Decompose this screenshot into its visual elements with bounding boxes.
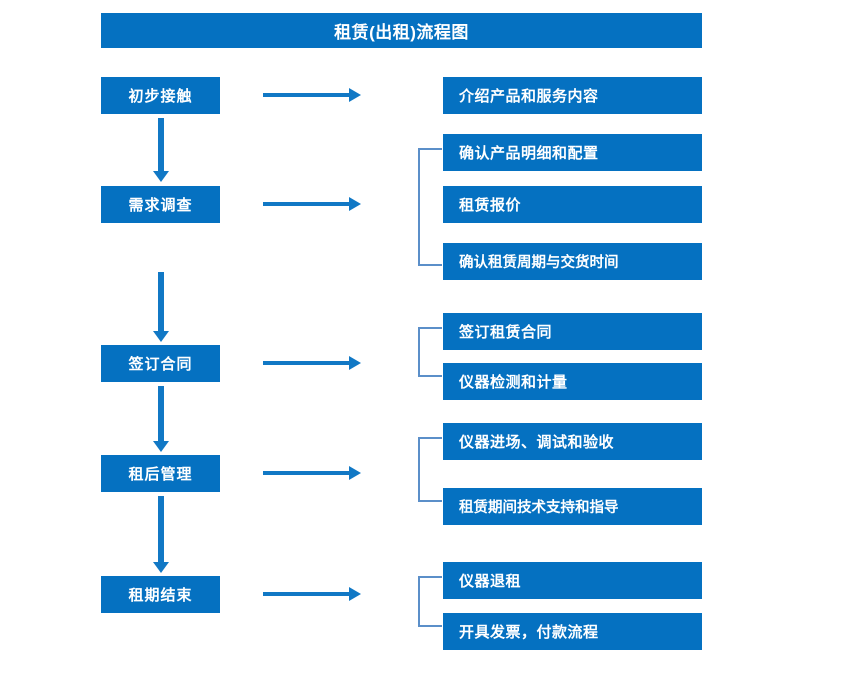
arrow-shaft [263, 471, 351, 475]
detail-box-2[interactable]: 确认产品明细和配置 [443, 134, 702, 171]
arrow-head [153, 331, 169, 342]
detail-box-3[interactable]: 租赁报价 [443, 186, 702, 223]
group-bracket-2 [418, 327, 442, 377]
stage-box-3[interactable]: 签订合同 [101, 345, 220, 382]
arrow-shaft [263, 202, 351, 206]
detail-box-9[interactable]: 仪器退租 [443, 562, 702, 599]
arrow-head [349, 587, 361, 601]
link-arrow-right-3 [263, 356, 361, 370]
arrow-head [349, 197, 361, 211]
arrow-head [349, 466, 361, 480]
detail-box-7[interactable]: 仪器进场、调试和验收 [443, 423, 702, 460]
stage-box-2[interactable]: 需求调查 [101, 186, 220, 223]
arrow-head [349, 88, 361, 102]
arrow-shaft [158, 272, 164, 331]
detail-box-6[interactable]: 仪器检测和计量 [443, 363, 702, 400]
arrow-head [153, 441, 169, 452]
stage-box-1[interactable]: 初步接触 [101, 77, 220, 114]
arrow-head [349, 356, 361, 370]
flow-arrow-down-3 [153, 386, 169, 452]
detail-box-4[interactable]: 确认租赁周期与交货时间 [443, 243, 702, 280]
arrow-shaft [158, 118, 164, 171]
link-arrow-right-2 [263, 197, 361, 211]
link-arrow-right-1 [263, 88, 361, 102]
chart-title: 租赁(出租)流程图 [101, 13, 702, 48]
flow-arrow-down-2 [153, 272, 169, 342]
flow-arrow-down-4 [153, 496, 169, 573]
stage-box-5[interactable]: 租期结束 [101, 576, 220, 613]
link-arrow-right-4 [263, 466, 361, 480]
arrow-shaft [158, 386, 164, 441]
group-bracket-3 [418, 437, 442, 502]
flow-arrow-down-1 [153, 118, 169, 182]
stage-box-4[interactable]: 租后管理 [101, 455, 220, 492]
group-bracket-4 [418, 576, 442, 627]
detail-box-5[interactable]: 签订租赁合同 [443, 313, 702, 350]
link-arrow-right-5 [263, 587, 361, 601]
arrow-head [153, 171, 169, 182]
detail-box-10[interactable]: 开具发票，付款流程 [443, 613, 702, 650]
arrow-shaft [263, 361, 351, 365]
arrow-head [153, 562, 169, 573]
arrow-shaft [158, 496, 164, 562]
arrow-shaft [263, 592, 351, 596]
detail-box-1[interactable]: 介绍产品和服务内容 [443, 77, 702, 114]
group-bracket-1 [418, 148, 442, 266]
detail-box-8[interactable]: 租赁期间技术支持和指导 [443, 488, 702, 525]
arrow-shaft [263, 93, 351, 97]
